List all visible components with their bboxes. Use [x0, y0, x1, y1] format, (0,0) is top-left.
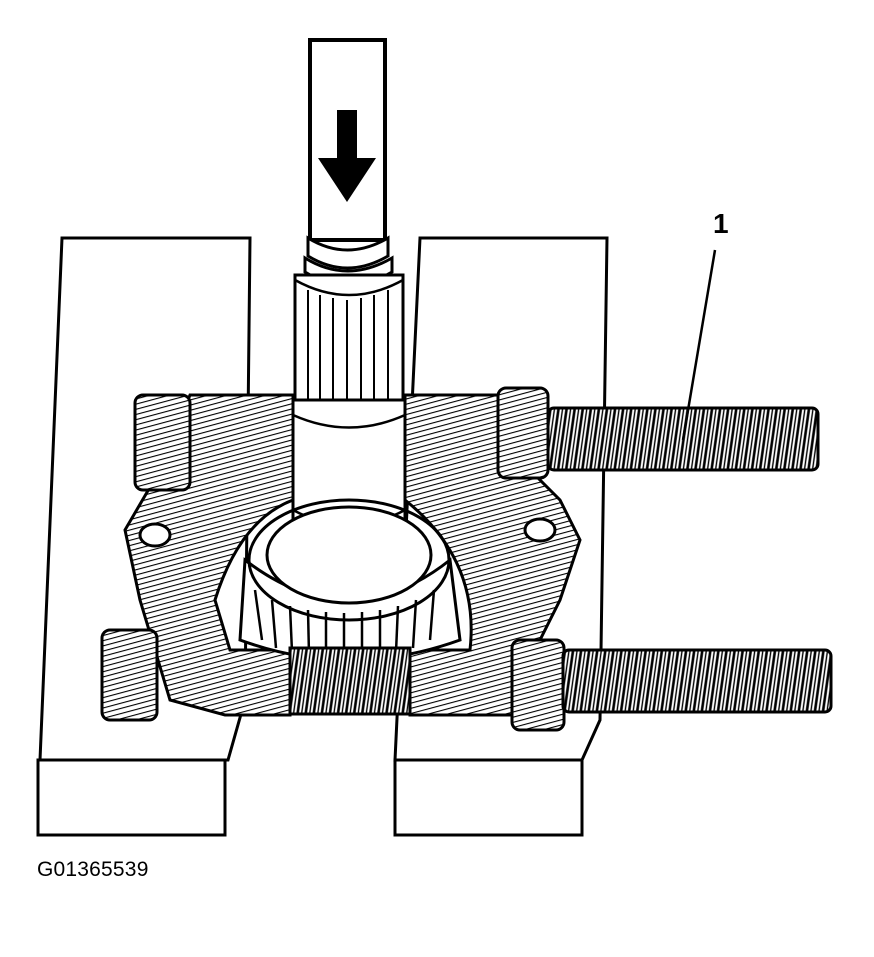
splined-shaft: [291, 273, 407, 532]
separator-bolts: [288, 406, 833, 716]
figure-id-label: G01365539: [37, 858, 149, 881]
bearing: [238, 498, 462, 662]
arrow-down-icon: [318, 110, 376, 202]
callout-leader-line: [681, 249, 717, 441]
callout-number: 1: [713, 208, 729, 239]
